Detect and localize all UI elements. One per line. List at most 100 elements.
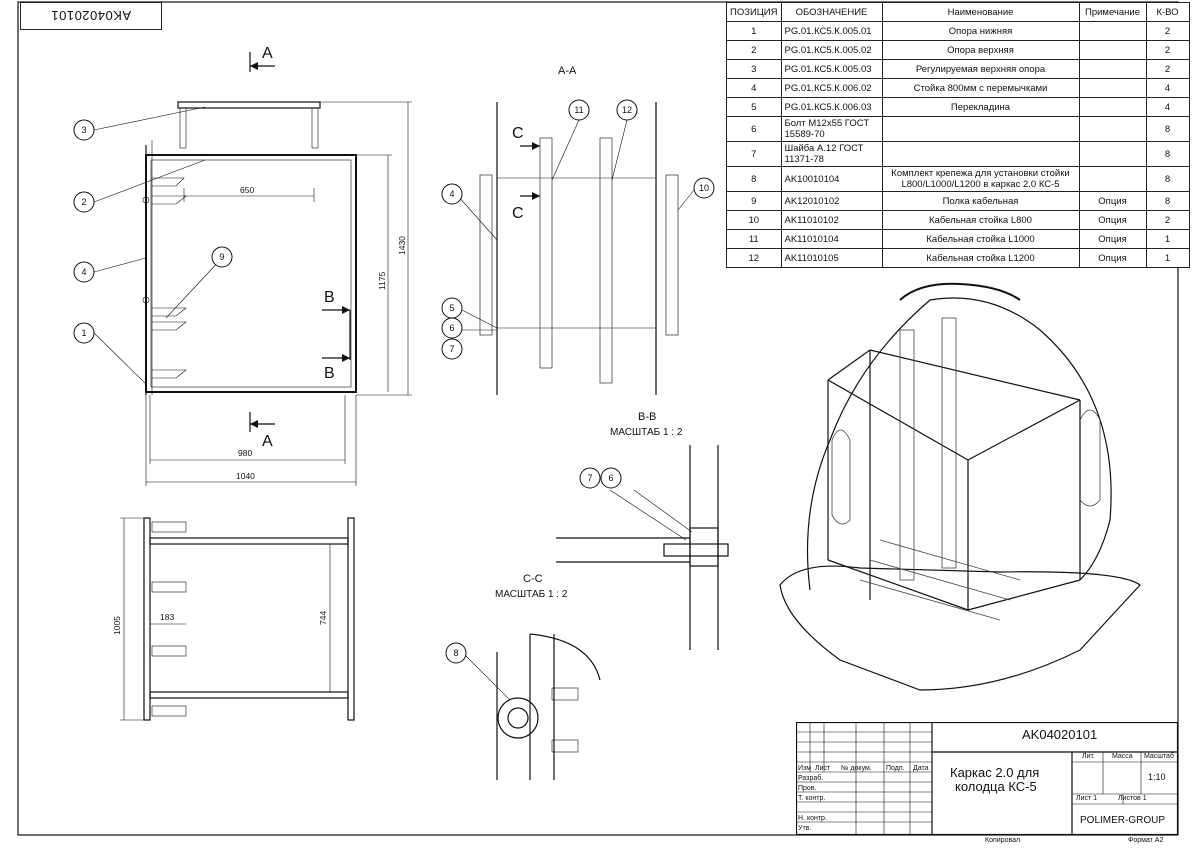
bom-cell-code: PG.01.КС5.К.005.02 [780, 40, 883, 60]
bom-cell-qty: 1 [1145, 248, 1190, 268]
bom-cell-name: Кабельная стойка L800 [881, 210, 1080, 230]
bom-cell-qty: 8 [1145, 191, 1190, 211]
section-bb-view: В-В МАСШТАБ 1 : 2 7 6 [556, 411, 729, 650]
tb-role-nkontr: Н. контр. [798, 815, 827, 822]
tb-title-line1: Каркас 2.0 для [950, 765, 1040, 780]
section-aa-view: А-А C C 11 12 4 10 5 6 7 [441, 65, 715, 395]
bom-cell-qty: 8 [1145, 141, 1190, 167]
bom-cell-name: Кабельная стойка L1000 [881, 229, 1080, 249]
dim-744: 744 [318, 611, 328, 625]
bom-cell-note: Опция [1078, 210, 1147, 230]
tb-role-utv: Утв. [798, 825, 812, 832]
front-callout-3: 3 [81, 125, 86, 135]
bom-cell-note [1078, 40, 1147, 60]
aa-callout-6: 6 [449, 323, 454, 333]
bom-cell-qty: 2 [1145, 40, 1190, 60]
side-view: 1005 744 183 [112, 517, 355, 721]
bom-cell-pos: 10 [726, 210, 782, 230]
tb-mass-label: Масса [1112, 753, 1133, 760]
bom-cell-qty: 1 [1145, 229, 1190, 249]
bom-cell-code: PG.01.КС5.К.005.03 [780, 59, 883, 79]
section-c-letter-bottom: C [512, 205, 524, 222]
dim-1175: 1175 [377, 271, 387, 290]
bom-cell-pos: 11 [726, 229, 782, 249]
bb-callout-7: 7 [587, 473, 592, 483]
bom-cell-qty: 8 [1145, 166, 1190, 192]
bom-cell-note [1078, 59, 1147, 79]
bom-cell-qty: 2 [1145, 59, 1190, 79]
bom-cell-name: Полка кабельная [881, 191, 1080, 211]
aa-callout-5: 5 [449, 303, 454, 313]
section-cc-title: С-С [523, 573, 543, 585]
front-callout-9: 9 [219, 252, 224, 262]
bom-header-code: ОБОЗНАЧЕНИЕ [780, 2, 883, 22]
bom-cell-note [1078, 166, 1147, 192]
bom-cell-pos: 12 [726, 248, 782, 268]
tb-role-tkontr: Т. контр. [798, 795, 826, 802]
bom-cell-pos: 6 [726, 116, 782, 142]
isometric-view [779, 282, 1141, 691]
bom-cell-code: AK11010105 [780, 248, 883, 268]
tb-col-date: Дата [913, 765, 929, 772]
stamp-doc-code: AK04020101 [20, 2, 162, 30]
bom-cell-pos: 8 [726, 166, 782, 192]
section-cc-scale: МАСШТАБ 1 : 2 [495, 589, 568, 600]
tb-sheets: Листов 1 [1118, 795, 1147, 802]
front-view: A A 650 B B [73, 45, 412, 486]
bom-cell-note [1078, 97, 1147, 117]
tb-lit-label: Лит. [1082, 753, 1095, 760]
bom-cell-name [881, 141, 1080, 167]
sheet-frame [17, 1, 1179, 836]
tb-role-razrab: Разраб. [798, 775, 824, 782]
bom-cell-pos: 1 [726, 21, 782, 41]
dim-1005: 1005 [112, 616, 122, 635]
section-bb-scale: МАСШТАБ 1 : 2 [610, 427, 683, 438]
bom-cell-pos: 3 [726, 59, 782, 79]
section-b-letter-bottom: B [324, 365, 335, 382]
tb-copied: Копировал [985, 837, 1021, 844]
dim-1430: 1430 [397, 236, 407, 255]
tb-format: Формат А2 [1128, 837, 1164, 844]
bom-cell-pos: 9 [726, 191, 782, 211]
aa-callout-12: 12 [622, 105, 632, 115]
bom-cell-qty: 8 [1145, 116, 1190, 142]
aa-callout-10: 10 [699, 183, 709, 193]
bom-header-qty: К-ВО [1145, 2, 1190, 22]
dim-1040: 1040 [236, 471, 255, 481]
bom-cell-qty: 4 [1145, 78, 1190, 98]
bom-cell-code: AK11010104 [780, 229, 883, 249]
dim-980: 980 [238, 448, 252, 458]
tb-title-line2: колодца КС-5 [955, 779, 1037, 794]
front-callout-4: 4 [81, 267, 86, 277]
bom-cell-note [1078, 78, 1147, 98]
dim-183: 183 [160, 612, 174, 622]
bom-cell-note [1078, 21, 1147, 41]
bom-cell-qty: 4 [1145, 97, 1190, 117]
front-callout-1: 1 [81, 328, 86, 338]
bom-cell-code: AK12010102 [780, 191, 883, 211]
bom-cell-name: Перекладина [881, 97, 1080, 117]
bom-cell-name: Комплект крепежа для установки стойки L8… [881, 166, 1080, 192]
bom-header-pos: ПОЗИЦИЯ [726, 2, 782, 22]
section-bb-title: В-В [638, 411, 656, 423]
front-callout-2: 2 [81, 197, 86, 207]
bom-cell-name: Опора нижняя [881, 21, 1080, 41]
bom-cell-note: Опция [1078, 191, 1147, 211]
bom-cell-pos: 7 [726, 141, 782, 167]
tb-doc-code: AK04020101 [1022, 727, 1098, 742]
bom-cell-code: AK11010102 [780, 210, 883, 230]
bom-cell-name [881, 116, 1080, 142]
bom-cell-pos: 2 [726, 40, 782, 60]
section-aa-title: А-А [558, 65, 577, 77]
bom-cell-name: Стойка 800мм с перемычками [881, 78, 1080, 98]
bom-header-note: Примечание [1078, 2, 1147, 22]
bom-cell-note [1078, 116, 1147, 142]
bom-header-row: ПОЗИЦИЯ ОБОЗНАЧЕНИЕ Наименование Примеча… [726, 2, 1190, 22]
